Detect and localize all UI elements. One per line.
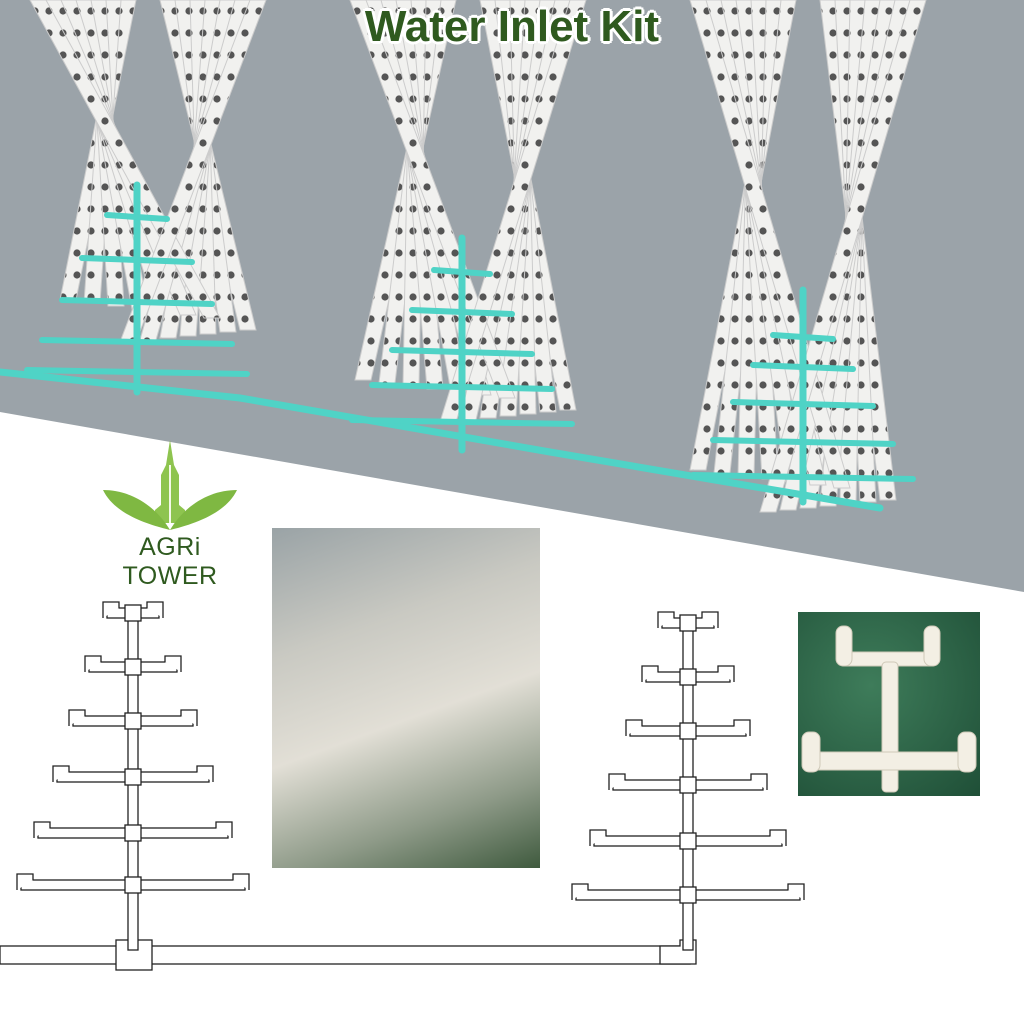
diagram-tee (679, 776, 697, 794)
diagram-tee (679, 886, 697, 904)
branch-pipe (710, 437, 896, 447)
diagram-elbow (750, 773, 768, 790)
diagram-elbow (52, 765, 70, 782)
diagram-elbow (164, 655, 182, 672)
branch-pipe (349, 417, 575, 427)
diagram-tee (124, 824, 142, 842)
branch-pipe (39, 337, 235, 347)
diagram-elbow (33, 821, 51, 838)
branch-pipe (79, 255, 195, 265)
diagram-elbow (146, 601, 164, 618)
diagram-elbow (608, 773, 626, 790)
diagram-elbow (102, 601, 120, 618)
t-fitting-icon (801, 625, 977, 793)
diagram-elbow (180, 709, 198, 726)
diagram-elbow (733, 719, 751, 736)
branch-pipe (770, 332, 836, 342)
diagram-elbow (232, 873, 250, 890)
diagram-elbow (16, 873, 34, 890)
branch-pipe (431, 267, 493, 277)
branch-pipe (104, 212, 170, 222)
branch-pipe (690, 472, 916, 482)
diagram-main-pipe (0, 945, 691, 965)
brand-name: AGRi TOWER (122, 533, 218, 590)
diagram-tee (679, 614, 697, 632)
diagram-tee (679, 722, 697, 740)
branch-pipe (750, 362, 856, 372)
page-title: Water Inlet Kit (364, 2, 660, 51)
branch-pipe (24, 367, 250, 377)
diagram-elbow (215, 821, 233, 838)
diagram-elbow (68, 709, 86, 726)
branch-pipe (409, 307, 515, 317)
branch-pipe (59, 297, 215, 307)
branch-pipe (730, 399, 876, 409)
rack-strip (349, 0, 516, 399)
diagram-tee (679, 832, 697, 850)
pipe-diagrams (0, 601, 805, 971)
diagram-tee (124, 768, 142, 786)
diagram-elbow (717, 665, 735, 682)
branch-pipe (369, 382, 555, 392)
diagram-tee (124, 876, 142, 894)
diagram-elbow (701, 611, 719, 628)
diagram-elbow (787, 883, 805, 900)
diagram-elbow (769, 829, 787, 846)
diagram-elbow (196, 765, 214, 782)
diagram-elbow (657, 611, 675, 628)
agri-tower-logo: AGRi TOWER (95, 435, 245, 590)
fitting-closeup-photo (798, 612, 980, 796)
diagram-elbow (589, 829, 607, 846)
diagram-elbow (84, 655, 102, 672)
diagram-tee (124, 712, 142, 730)
main-pipe (0, 368, 884, 512)
diagram-tee (679, 668, 697, 686)
diagram-tee (124, 658, 142, 676)
diagram-elbow (641, 665, 659, 682)
diagram-elbow (625, 719, 643, 736)
tower-leaf-logo-icon (103, 440, 237, 530)
branch-pipe (389, 347, 535, 357)
teal-inlet-pipes (0, 181, 916, 512)
diagram-elbow (571, 883, 589, 900)
assembly-photo (272, 528, 540, 868)
diagram-tee (124, 604, 142, 622)
